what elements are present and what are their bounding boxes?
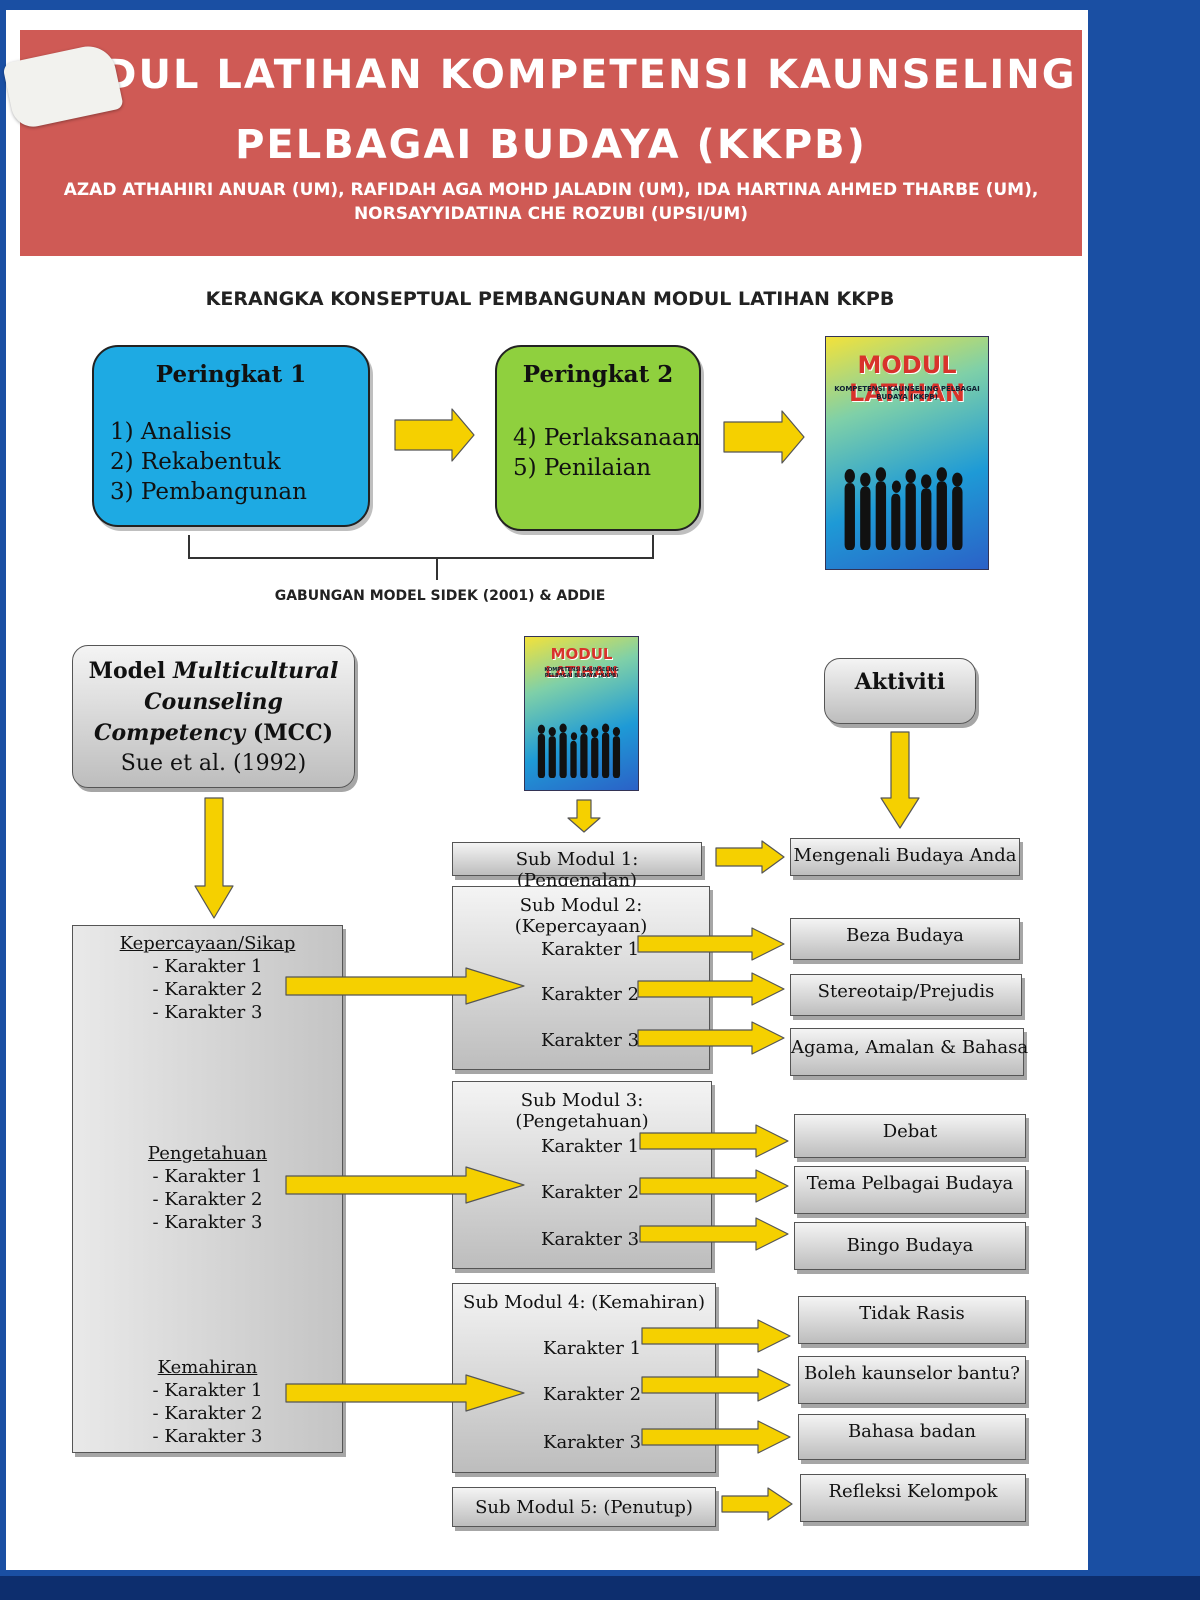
karakter-group-item: - Karakter 2 <box>152 1189 263 1210</box>
merge-bracket-stem <box>436 558 438 580</box>
banner-authors: AZAD ATHAHIRI ANUAR (UM), RAFIDAH AGA MO… <box>63 180 1039 224</box>
activity-box: Refleksi Kelompok <box>800 1474 1026 1522</box>
flow-arrow-right <box>394 408 475 462</box>
karakter-group-item: - Karakter 3 <box>152 1426 263 1447</box>
book-cover-small: MODUL LATIHAN KOMPETENSI KAUNSELING PELB… <box>524 636 639 791</box>
flow-arrow-down <box>880 731 920 829</box>
stage-1-item: 2) Rekabentuk <box>110 449 281 475</box>
mcc-line-1: Model Multicultural <box>88 658 339 684</box>
sub-module-3-title: Sub Modul 3: (Pengetahuan) <box>515 1090 649 1132</box>
karakter-group-item: - Karakter 2 <box>152 1403 263 1424</box>
flow-arrow-right <box>639 1217 789 1251</box>
stage-1-box: Peringkat 1 1) Analisis 2) Rekabentuk 3)… <box>92 345 370 527</box>
karakter-group-item: - Karakter 1 <box>152 1380 263 1401</box>
sub-module-karakter: Karakter 1 <box>543 1338 642 1359</box>
bottom-strip <box>0 1576 1200 1600</box>
flow-arrow-right <box>641 1319 791 1353</box>
flow-arrow-right <box>715 840 785 874</box>
banner-title-line-2: PELBAGAI BUDAYA (KKPB) <box>235 122 867 168</box>
stage-2-title: Peringkat 2 <box>522 361 674 388</box>
activity-box: Agama, Amalan & Bahasa <box>790 1028 1028 1076</box>
mcc-line-4: Sue et al. (1992) <box>120 751 307 776</box>
activity-box: Boleh kaunselor bantu? <box>798 1356 1026 1404</box>
flow-arrow-right <box>285 1166 525 1204</box>
sub-module-karakter: Karakter 1 <box>541 939 640 960</box>
stage-1-item: 3) Pembangunan <box>110 479 307 505</box>
karakter-group-pengetahuan: Pengetahuan - Karakter 1 - Karakter 2 - … <box>73 1142 342 1234</box>
book-cover-large: MODUL LATIHAN KOMPETENSI KAUNSELING PELB… <box>825 336 989 570</box>
flow-arrow-right <box>721 1487 793 1521</box>
activity-box: Bahasa badan <box>798 1414 1026 1460</box>
activity-box: Bingo Budaya <box>794 1222 1026 1270</box>
merge-bracket <box>188 535 654 559</box>
karakter-group-item: - Karakter 1 <box>152 956 263 977</box>
sub-module-karakter: Karakter 3 <box>541 1229 640 1250</box>
sub-module-karakter: Karakter 2 <box>541 1182 640 1203</box>
flow-arrow-down <box>194 797 234 919</box>
people-silhouette-icon <box>538 723 621 778</box>
karakter-group-heading: Kepercayaan/Sikap <box>119 933 296 954</box>
flow-arrow-right <box>639 1124 789 1158</box>
stage-2-box: Peringkat 2 4) Perlaksanaan 5) Penilaian <box>495 345 701 531</box>
mcc-model-box: Model Multicultural Counseling Competenc… <box>72 645 355 788</box>
karakter-group-item: - Karakter 3 <box>152 1212 263 1233</box>
book-cover-subtitle: KOMPETENSI KAUNSELING PELBAGAI BUDAYA (K… <box>544 667 619 679</box>
mcc-line-2: Counseling <box>144 689 283 715</box>
karakter-group-kemahiran: Kemahiran - Karakter 1 - Karakter 2 - Ka… <box>73 1356 342 1448</box>
sub-module-4-title: Sub Modul 4: (Kemahiran) <box>462 1292 705 1313</box>
flow-arrow-right <box>637 972 785 1006</box>
flow-arrow-right <box>637 1021 785 1055</box>
activity-box: Mengenali Budaya Anda <box>790 838 1020 876</box>
stage-2-list: 4) Perlaksanaan 5) Penilaian <box>513 423 701 483</box>
sub-module-2-title: Sub Modul 2: (Kepercayaan) <box>514 895 648 937</box>
title-banner: MODUL LATIHAN KOMPETENSI KAUNSELING PELB… <box>20 30 1082 256</box>
flow-arrow-right <box>723 410 805 464</box>
sub-module-karakter: Karakter 2 <box>541 984 640 1005</box>
flow-arrow-right <box>285 967 525 1005</box>
sub-module-karakter: Karakter 3 <box>541 1030 640 1051</box>
karakter-group-item: - Karakter 1 <box>152 1166 263 1187</box>
mcc-line-3: Competency (MCC) <box>93 720 334 746</box>
sub-module-karakter: Karakter 1 <box>541 1136 640 1157</box>
karakter-group-heading: Kemahiran <box>157 1357 258 1378</box>
merge-label: GABUNGAN MODEL SIDEK (2001) & ADDIE <box>274 588 606 604</box>
stage-1-item: 1) Analisis <box>110 419 232 445</box>
flow-arrow-right <box>641 1368 791 1402</box>
aktiviti-header-box: Aktiviti <box>824 658 976 724</box>
flow-arrow-down <box>567 799 601 833</box>
people-silhouette-icon <box>844 467 963 551</box>
activity-box: Debat <box>794 1114 1026 1158</box>
karakter-group-heading: Pengetahuan <box>147 1143 268 1164</box>
stage-2-item: 4) Perlaksanaan <box>513 425 701 451</box>
stage-1-list: 1) Analisis 2) Rekabentuk 3) Pembangunan <box>110 417 307 507</box>
karakter-group-item: - Karakter 3 <box>152 1002 263 1023</box>
activity-box: Stereotaip/Prejudis <box>790 974 1022 1016</box>
stage-1-title: Peringkat 1 <box>155 361 307 388</box>
banner-title-line-1: MODUL LATIHAN KOMPETENSI KAUNSELING <box>25 52 1077 98</box>
sub-module-karakter: Karakter 3 <box>543 1432 642 1453</box>
karakter-group-kepercayaan: Kepercayaan/Sikap - Karakter 1 - Karakte… <box>73 932 342 1024</box>
sub-module-5-box: Sub Modul 5: (Penutup) <box>452 1487 716 1527</box>
sub-module-1-box: Sub Modul 1: (Pengenalan) <box>452 842 702 891</box>
book-cover-subtitle: KOMPETENSI KAUNSELING PELBAGAI BUDAYA (K… <box>834 385 980 401</box>
flow-arrow-right <box>641 1420 791 1454</box>
stage-2-item: 5) Penilaian <box>513 455 652 481</box>
activity-box: Beza Budaya <box>790 918 1020 960</box>
book-cover-title: MODUL LATIHAN <box>545 645 618 681</box>
activity-box: Tidak Rasis <box>798 1296 1026 1344</box>
karakter-group-item: - Karakter 2 <box>152 979 263 1000</box>
sub-module-karakter: Karakter 2 <box>543 1384 642 1405</box>
flow-arrow-right <box>637 927 785 961</box>
flow-arrow-right <box>285 1374 525 1412</box>
activity-box: Tema Pelbagai Budaya <box>794 1166 1026 1214</box>
flow-arrow-right <box>639 1169 789 1203</box>
section-title: KERANGKA KONSEPTUAL PEMBANGUNAN MODUL LA… <box>205 288 895 310</box>
book-cover-title: MODUL LATIHAN <box>848 351 966 407</box>
